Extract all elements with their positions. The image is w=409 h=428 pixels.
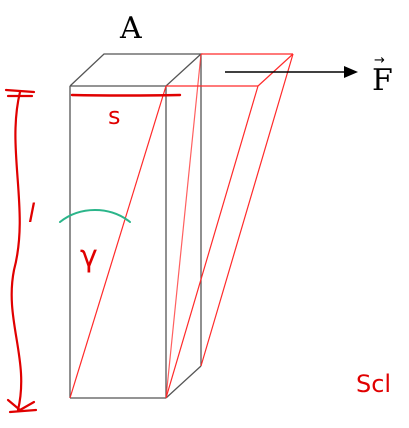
original-prism <box>69 53 203 399</box>
length-label: l <box>28 199 36 229</box>
length-bracket-bottom-tick <box>8 408 38 414</box>
length-bracket-bottom-arrow <box>6 398 36 412</box>
sheared-prism <box>69 53 294 399</box>
shear-angle-arc <box>59 209 131 223</box>
sheared-back-right-edge <box>200 53 294 367</box>
sheared-mid-back-edge <box>165 53 202 399</box>
force-arrow-head <box>344 66 358 78</box>
force-label: F <box>372 63 393 98</box>
displacement-marker <box>70 93 182 97</box>
length-bracket <box>4 88 38 414</box>
force-arrow <box>225 66 358 78</box>
length-bracket-line <box>10 90 23 412</box>
displacement-line <box>70 93 182 97</box>
displacement-label: s <box>108 102 121 130</box>
corner-note: Scl <box>356 370 391 398</box>
shear-angle-label: γ <box>80 239 98 274</box>
prism-bottom-right-edge <box>165 365 202 399</box>
sheared-front-diagonal <box>69 85 167 399</box>
prism-top-face <box>69 53 203 87</box>
sheared-right-front-edge <box>165 85 259 399</box>
force-vector-accent: → <box>374 53 385 68</box>
area-label: A <box>119 11 142 46</box>
sheared-top-right-edge <box>257 53 294 87</box>
